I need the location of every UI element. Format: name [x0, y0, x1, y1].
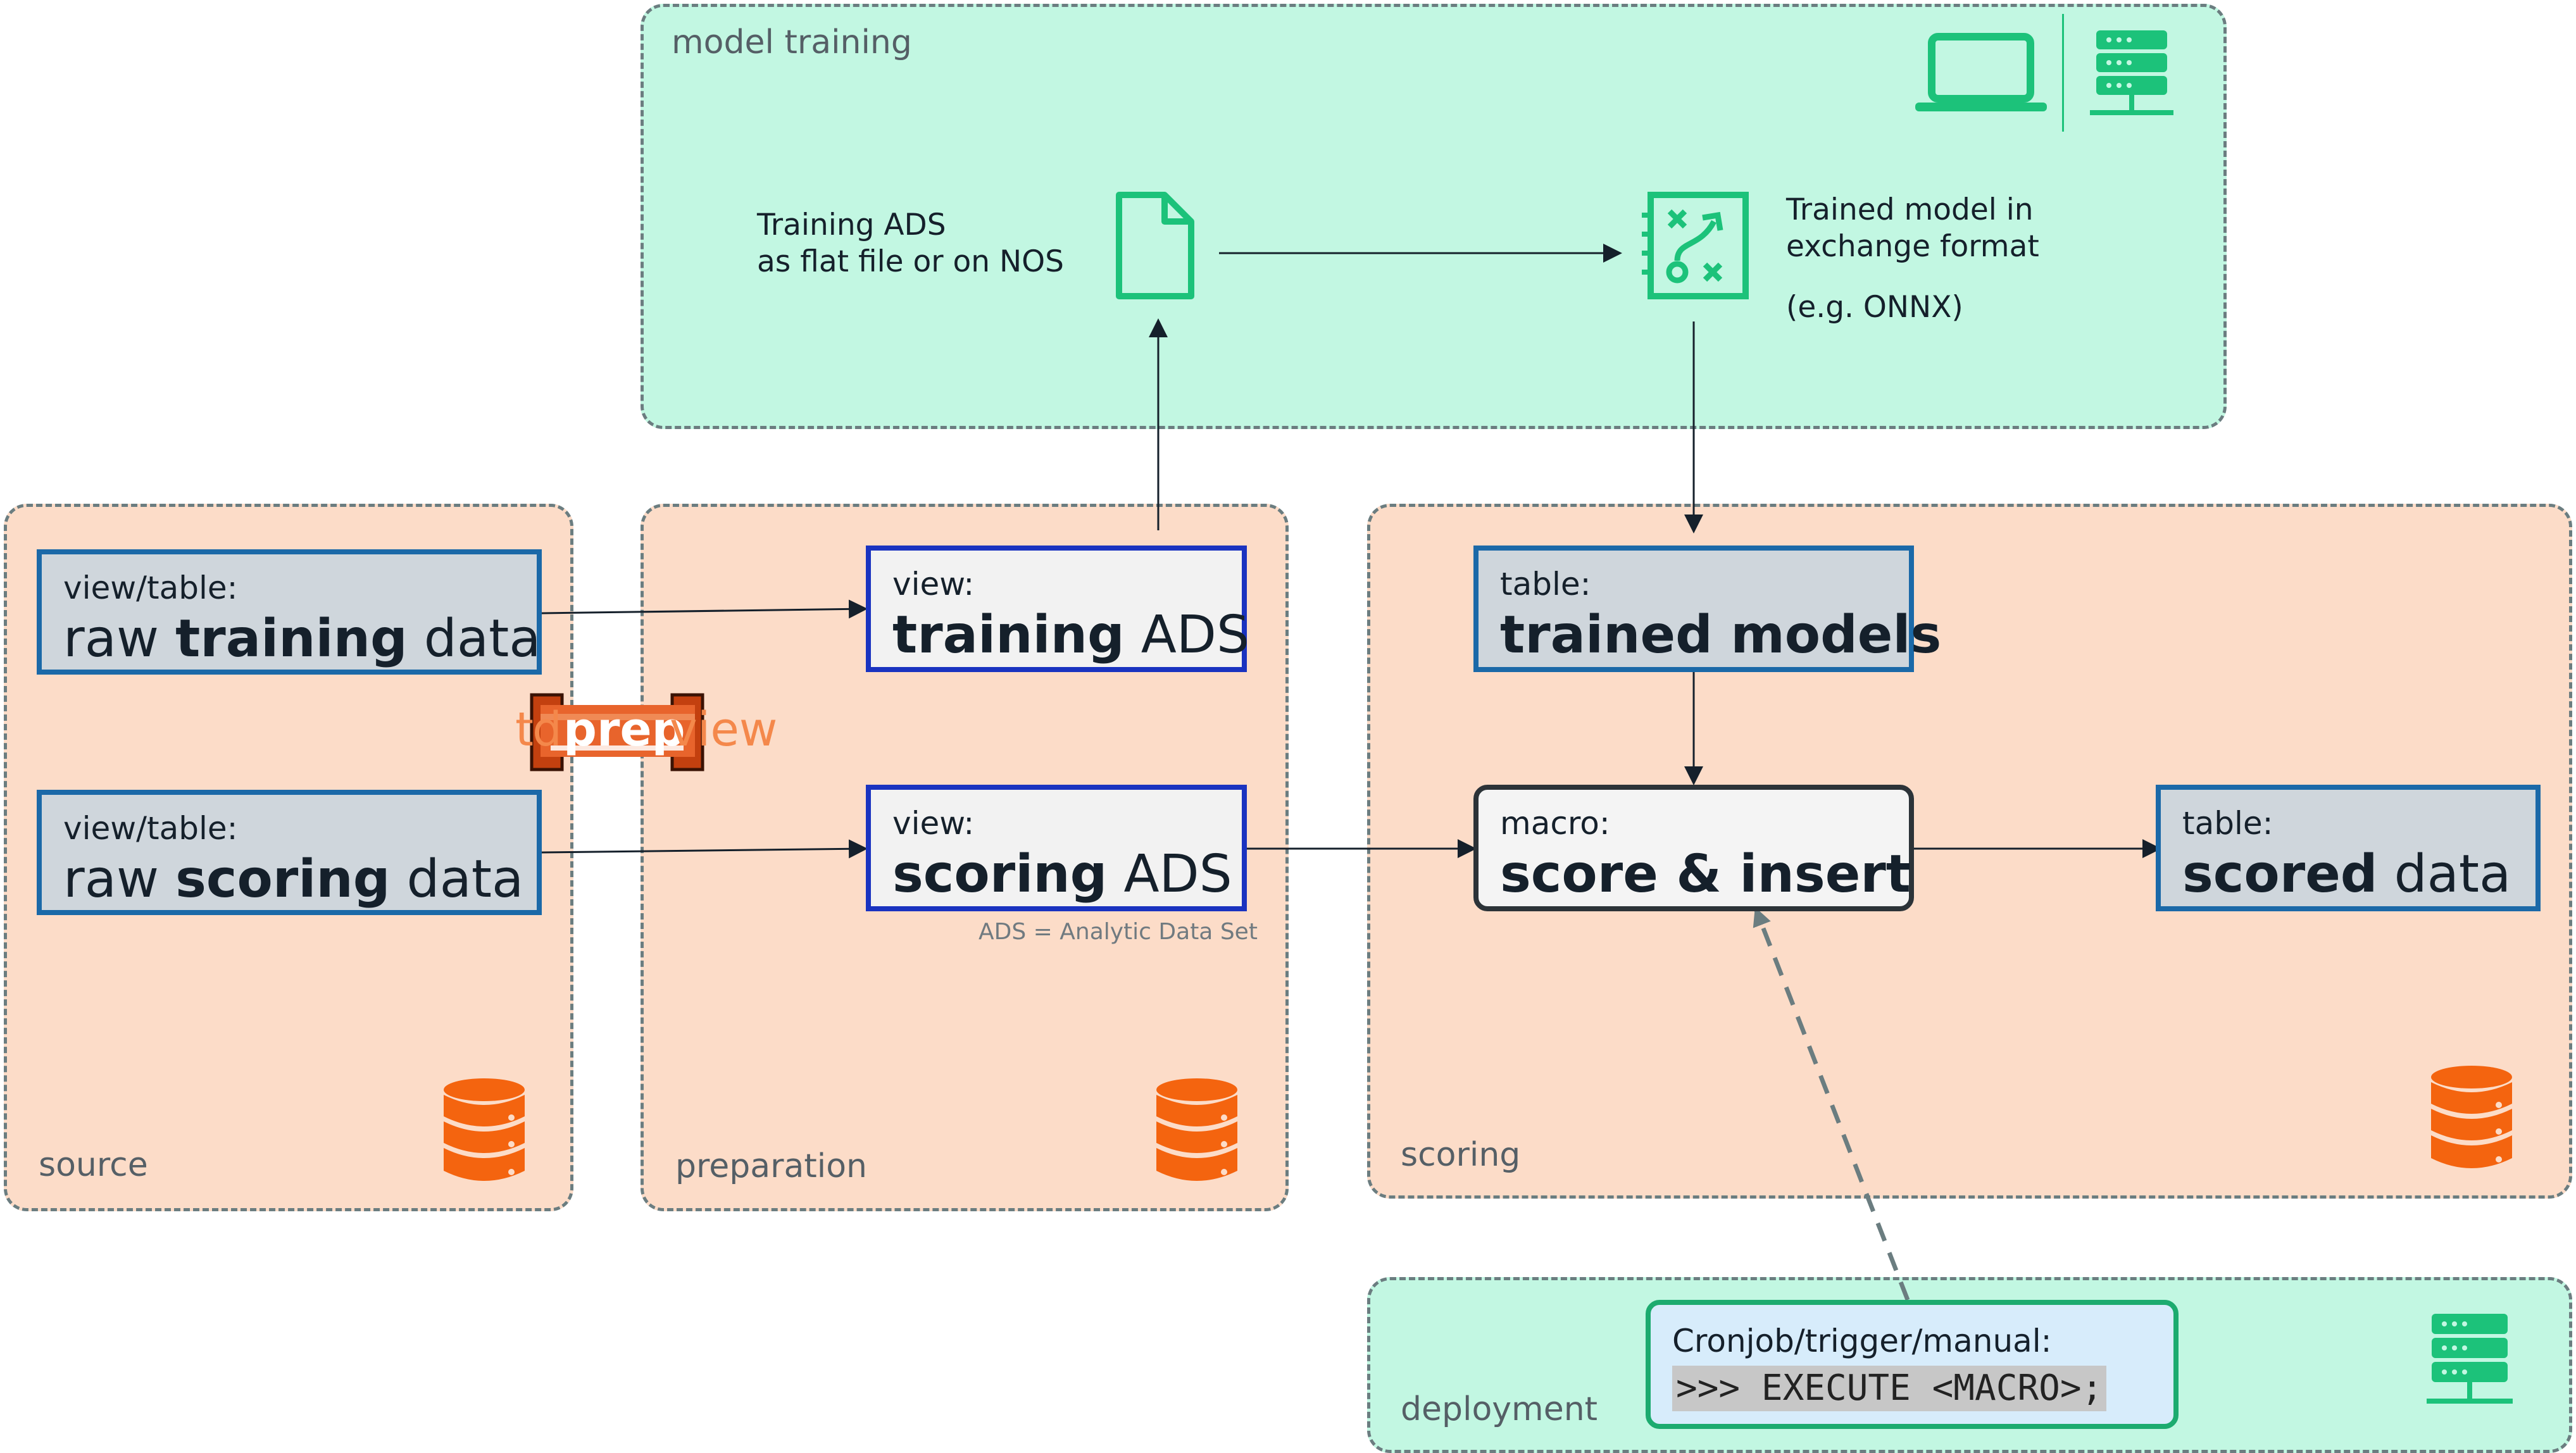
icon-divider: [2062, 14, 2064, 132]
box-trained-models-type: table:: [1500, 566, 1591, 602]
tdprepview-view: view: [670, 702, 778, 757]
box-training-ads-type: view:: [892, 566, 975, 602]
zone-label-scoring: scoring: [1401, 1136, 1521, 1174]
execute-macro-code: >>> EXECUTE <MACRO>;: [1672, 1366, 2107, 1411]
box-raw-training-data: view/table: raw training data: [37, 549, 542, 675]
box-raw-training-type: view/table:: [63, 570, 238, 606]
box-raw-training-label: raw training data: [63, 609, 541, 669]
server-icon: [2427, 1314, 2513, 1404]
tdprepview-td: td: [515, 702, 562, 757]
box-training-ads-label: training ADS: [892, 605, 1249, 665]
training-ads-line1: Training ADS: [757, 208, 946, 242]
laptop-icon: [1915, 33, 2047, 111]
zone-label-preparation: preparation: [675, 1147, 867, 1185]
box-cron-trigger: Cronjob/trigger/manual: >>> EXECUTE <MAC…: [1646, 1300, 2179, 1429]
database-icon: [444, 1078, 525, 1181]
training-ads-line2: as flat file or on NOS: [757, 244, 1065, 279]
tdprepview-logo: td prep view: [513, 691, 778, 773]
trained-model-line1: Trained model in: [1786, 192, 2034, 227]
zone-label-model-training: model training: [672, 23, 912, 61]
box-macro-type: macro:: [1500, 805, 1610, 842]
box-scored-data: table: scored data: [2156, 785, 2541, 911]
box-scored-type: table:: [2182, 805, 2273, 842]
box-raw-scoring-type: view/table:: [63, 810, 238, 847]
trained-model-line3: (e.g. ONNX): [1786, 290, 1963, 325]
box-trained-models-label: trained models: [1500, 605, 1942, 665]
tdprepview-prep: prep: [563, 702, 685, 757]
zone-model-training: model training: [641, 4, 2227, 429]
box-training-ads: view: training ADS: [866, 546, 1249, 672]
box-macro-label: score & insert: [1500, 844, 1911, 904]
trained-model-line2: exchange format: [1786, 229, 2039, 264]
dashed-arrow-cron-to-macro: [1753, 907, 1910, 1301]
box-raw-scoring-label: raw scoring data: [63, 849, 524, 909]
box-scoring-ads: view: scoring ADS: [866, 785, 1247, 911]
arrow-raw-scoring-to-scoring-ads: [541, 839, 868, 859]
box-raw-scoring-data: view/table: raw scoring data: [37, 790, 542, 915]
box-trained-models: table: trained models: [1473, 546, 1942, 672]
file-icon: [1116, 192, 1194, 299]
database-icon: [2431, 1066, 2512, 1168]
box-scoring-ads-label: scoring ADS: [892, 844, 1232, 904]
box-scoring-ads-type: view:: [892, 805, 975, 842]
ads-definition-note: ADS = Analytic Data Set: [979, 919, 1258, 945]
database-icon: [1156, 1078, 1237, 1181]
zone-label-source: source: [39, 1146, 148, 1184]
box-cron-type: Cronjob/trigger/manual:: [1672, 1323, 2052, 1359]
server-icon: [2090, 30, 2173, 115]
model-blueprint-icon: [1642, 192, 1749, 299]
zone-label-deployment: deployment: [1401, 1390, 1598, 1428]
box-scored-label: scored data: [2182, 844, 2511, 904]
box-macro-score-insert: macro: score & insert: [1473, 785, 1914, 911]
arrow-raw-training-to-training-ads: [541, 599, 868, 619]
